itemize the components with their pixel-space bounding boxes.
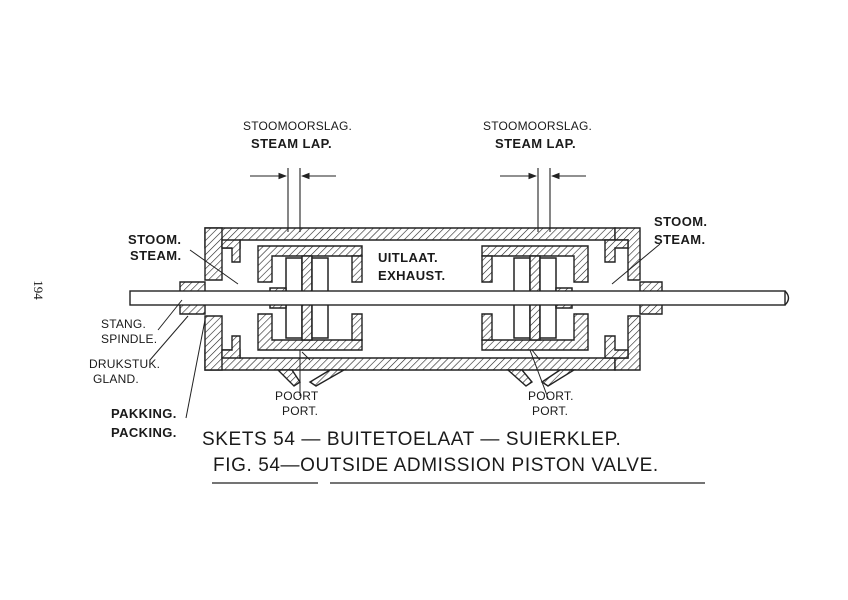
leader-lines [149,243,661,419]
port-right-english-label: PORT. [532,404,569,418]
steam-right-afrikaans-label: STOOM. [654,214,708,229]
spindle [129,290,790,306]
exhaust-afrikaans-label: UITLAAT. [378,250,439,265]
caption-afrikaans: SKETS 54 — BUITETOELAAT — SUIERKLEP. [202,429,622,450]
valve-liners [257,245,589,351]
steam-lap-right-afrikaans-label: STOOMOORSLAG. [483,119,593,133]
gland-afrikaans-label: DRUKSTUK. [89,357,161,371]
steam-left-english-label: STEAM. [130,248,182,263]
port-left-english-label: PORT. [282,404,319,418]
steam-right-english-label: STEAM. [654,232,706,247]
exhaust-english-label: EXHAUST. [378,268,446,283]
steam-lap-right-english-label: STEAM LAP. [495,136,577,151]
spindle-afrikaans-label: STANG. [101,317,146,331]
steam-lap-left-afrikaans-label: STOOMOORSLAG. [243,119,353,133]
steam-lap-dimensions [250,168,586,232]
ports [276,369,577,387]
packing-afrikaans-label: PAKKING. [111,406,177,421]
port-left-afrikaans-label: POORT [275,389,319,403]
steam-left-afrikaans-label: STOOM. [128,232,182,247]
gland-english-label: GLAND. [93,372,139,386]
valve-casing [179,227,663,371]
caption-english: FIG. 54—OUTSIDE ADMISSION PISTON VALVE. [213,455,659,476]
spindle-english-label: SPINDLE. [101,332,158,346]
steam-lap-left-english-label: STEAM LAP. [251,136,333,151]
packing-english-label: PACKING. [111,425,177,440]
port-right-afrikaans-label: POORT. [528,389,574,403]
